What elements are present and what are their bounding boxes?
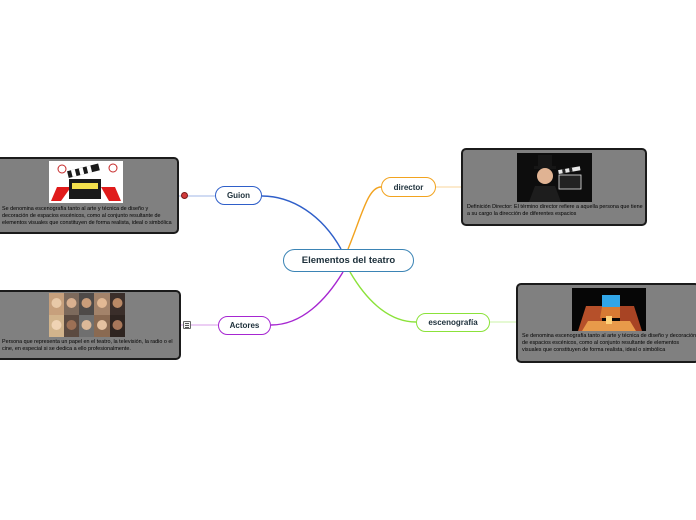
topic-actores-label: Actores [229,321,260,330]
note-icon[interactable] [183,321,191,329]
guion-note-text: Se denomina escenografía tanto al arte y… [2,206,172,226]
connector-director [347,186,382,250]
link-marker-icon[interactable] [181,192,188,199]
connector-guion [261,195,342,250]
topic-director-label: director [393,182,424,192]
topic-escenografia[interactable]: escenografía [416,313,490,332]
topic-escenografia-label: escenografía [428,318,478,327]
central-topic[interactable]: Elementos del teatro [283,249,414,272]
director-photo-image [517,153,592,202]
escenografia-note-text: Se denomina escenografía tanto al arte y… [522,333,696,353]
connector-actores [270,271,344,326]
topic-guion-label: Guion [226,191,251,200]
topic-director[interactable]: director [381,177,436,197]
topic-guion[interactable]: Guion [215,186,262,205]
topic-actores[interactable]: Actores [218,316,271,335]
connector-escenografia [349,271,417,323]
stage-set-image [572,288,646,331]
clapperboard-image [49,161,123,203]
director-note-text: Definición Director: El término director… [467,204,643,217]
central-topic-label: Elementos del teatro [301,255,396,266]
actores-note-text: Persona que representa un papel en el te… [2,339,173,352]
actors-photo-grid-image [49,293,125,337]
